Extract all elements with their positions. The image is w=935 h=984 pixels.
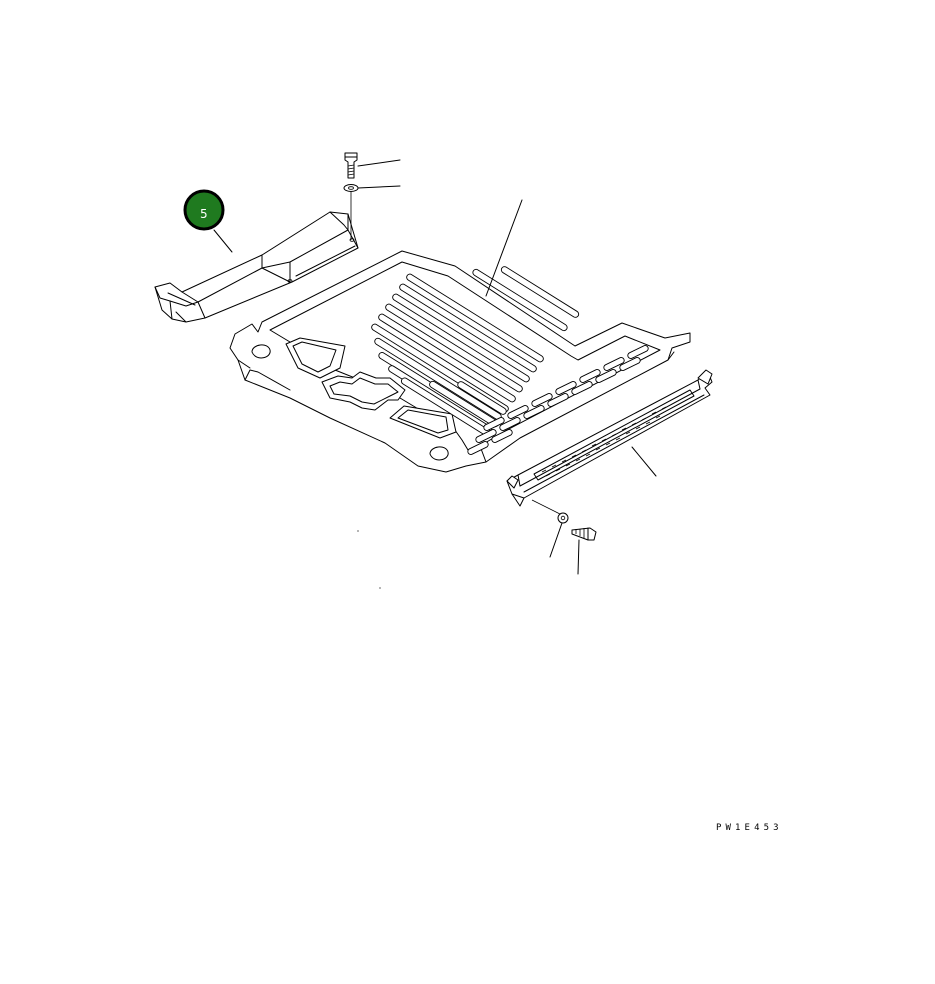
floor-mat-part[interactable]	[229, 250, 691, 473]
washer-bottom-part[interactable]	[557, 512, 569, 524]
assembly-axis-bottom	[531, 499, 561, 515]
washer-top-part[interactable]	[343, 184, 359, 192]
sill-rail-holes	[541, 406, 667, 477]
leader-washer-bottom	[549, 522, 563, 558]
duct-cover-part[interactable]	[154, 211, 359, 323]
callout-5-circle[interactable]	[183, 189, 225, 231]
leader-screw-bottom	[577, 539, 580, 575]
bolt-top-part[interactable]	[344, 152, 358, 179]
figure-code: PW1E453	[716, 823, 783, 833]
callout-5[interactable]: 5	[183, 189, 225, 231]
leader-washer-top	[357, 185, 401, 189]
screw-bottom-part[interactable]	[571, 527, 597, 541]
floor-mat-short-slots	[467, 345, 649, 455]
floor-mat-ribs	[371, 266, 580, 437]
leader-sill-rail	[631, 446, 657, 477]
leader-floor-mat	[485, 199, 523, 297]
speck	[357, 530, 359, 532]
leader-callout-5	[213, 229, 233, 253]
sill-rail-part[interactable]	[506, 369, 713, 507]
callout-5-label: 5	[200, 207, 208, 221]
speck	[379, 587, 381, 589]
leader-bolt-top	[357, 159, 401, 167]
